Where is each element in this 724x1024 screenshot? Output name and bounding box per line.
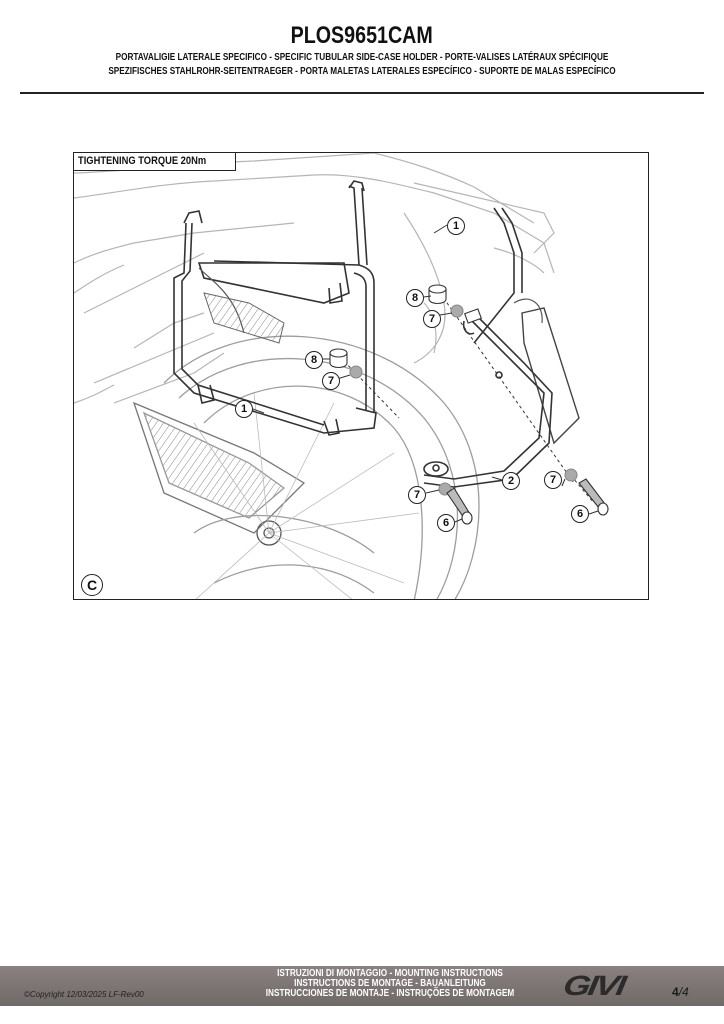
- torque-label: TIGHTENING TORQUE 20Nm: [74, 153, 236, 171]
- assembly-drawing: [74, 153, 609, 599]
- rear-bracket: [423, 317, 553, 488]
- step-label: C: [86, 577, 98, 593]
- callout-7: 7: [408, 486, 426, 504]
- subtitle-line-2: SPEZIFISCHES STAHLROHR-SEITENTRAEGER - P…: [108, 65, 616, 77]
- side-case-frame: [173, 180, 523, 436]
- callout-7: 7: [423, 310, 441, 328]
- instructions-title: ISTRUZIONI DI MONTAGGIO - MOUNTING INSTR…: [210, 969, 570, 999]
- copyright: ©Copyright 12/03/2025 LF-Rev00: [24, 990, 144, 999]
- givi-logo: GIVI: [560, 970, 627, 1001]
- step-marker: C: [81, 574, 103, 596]
- page-current: 4: [672, 985, 679, 999]
- callout-6: 6: [571, 505, 589, 523]
- rear-wheel: [132, 335, 480, 599]
- hardware: [329, 284, 609, 525]
- page-total: 4: [682, 985, 689, 999]
- header-divider: [20, 92, 704, 94]
- callout-1: 1: [235, 400, 253, 418]
- instructions-line-1: ISTRUZIONI DI MONTAGGIO - MOUNTING INSTR…: [277, 968, 503, 979]
- footer-bar: ©Copyright 12/03/2025 LF-Rev00 ISTRUZION…: [0, 966, 724, 1006]
- wheel-spokes: [193, 392, 420, 599]
- callout-7: 7: [322, 372, 340, 390]
- document-header: PLOS9651CAM PORTAVALIGIE LATERALE SPECIF…: [0, 22, 724, 78]
- page-number: 4/4: [672, 985, 689, 999]
- callout-6: 6: [437, 514, 455, 532]
- product-code: PLOS9651CAM: [290, 22, 434, 49]
- callout-8: 8: [305, 351, 323, 369]
- callout-1: 1: [447, 217, 465, 235]
- instructions-line-3: INSTRUCCIONES DE MONTAJE - INSTRUÇÕES DE…: [265, 988, 515, 999]
- assembly-figure: TIGHTENING TORQUE 20Nm: [73, 152, 649, 600]
- callout-2: 2: [502, 472, 520, 490]
- instructions-line-2: INSTRUCTIONS DE MONTAGE - BAUANLEITUNG: [294, 978, 486, 989]
- subtitle-line-1: PORTAVALIGIE LATERALE SPECIFICO - SPECIF…: [115, 51, 609, 63]
- callout-leaders: [252, 224, 599, 523]
- callout-8: 8: [406, 289, 424, 307]
- callout-7: 7: [544, 471, 562, 489]
